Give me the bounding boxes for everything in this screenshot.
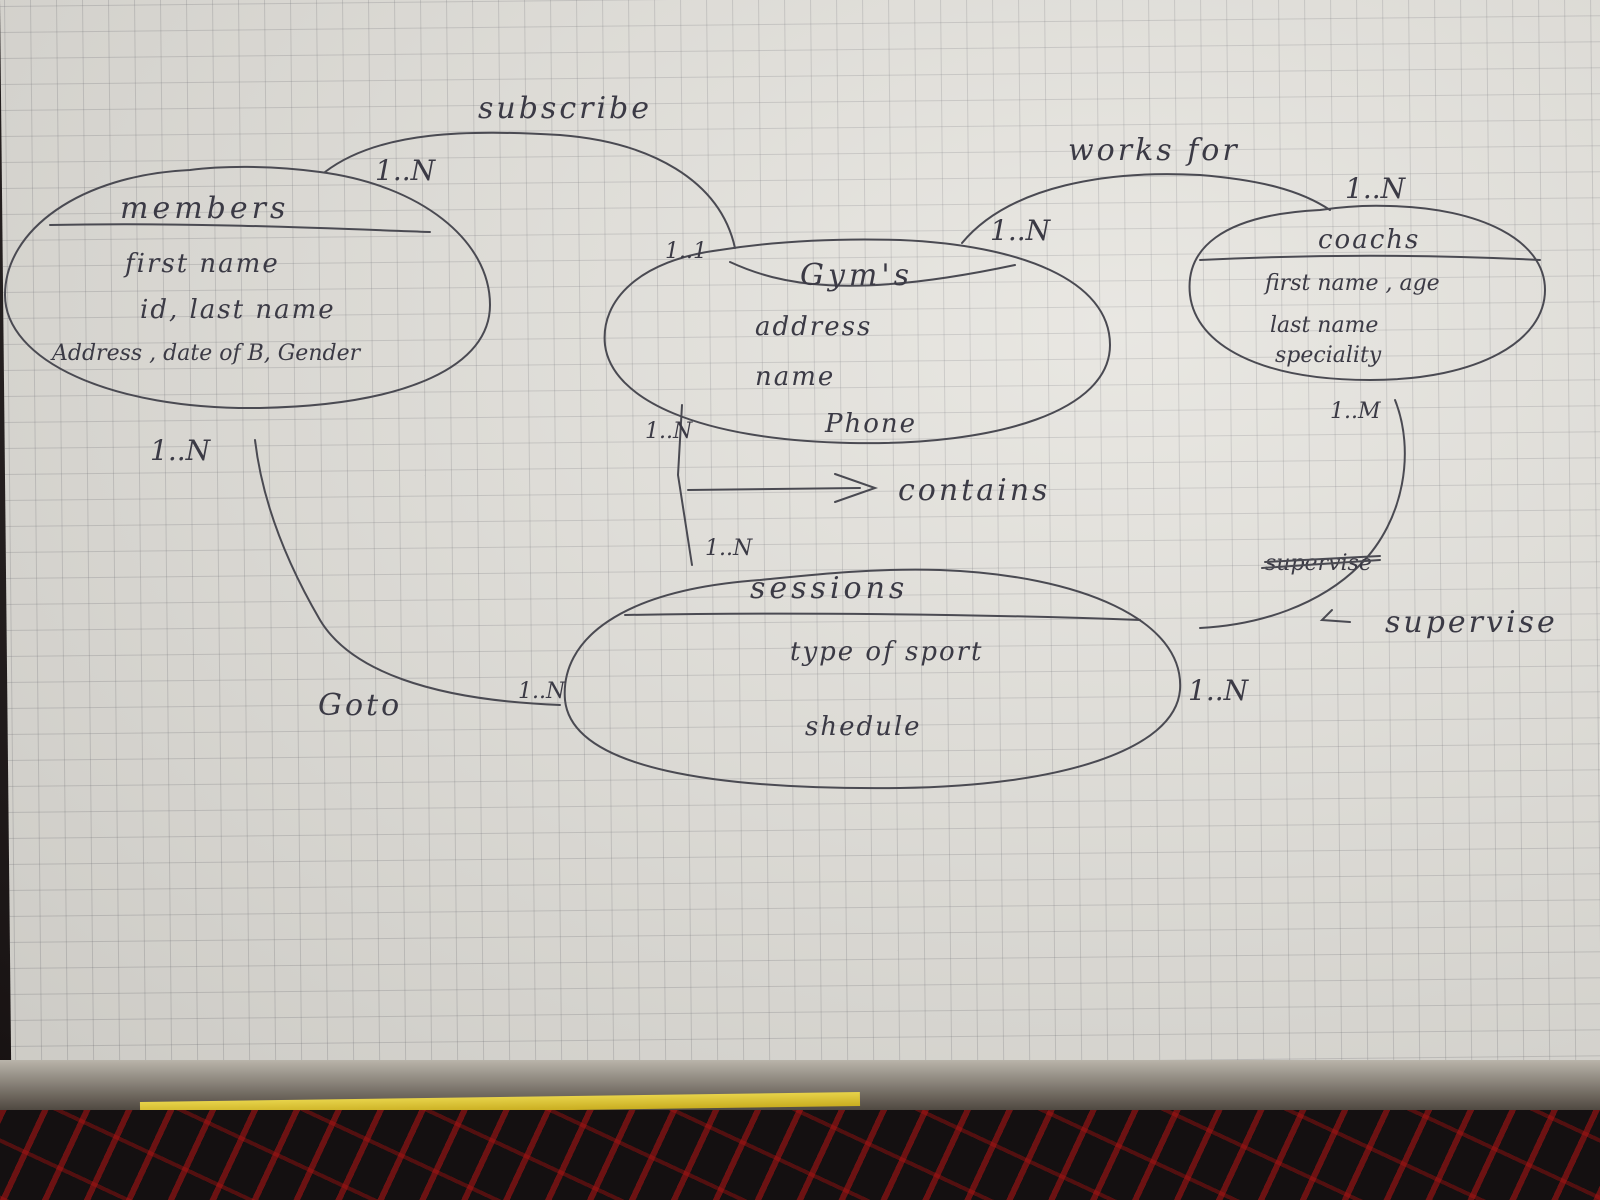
subscribe-card-members: 1..N [375,154,437,187]
goto-line [254,439,561,706]
sessions-attr-shedule: shedule [805,712,922,742]
subscribe-line [324,131,736,249]
relationship-subscribe: subscribe 1..N 1..1 [324,91,736,264]
contains-label: contains [898,473,1050,508]
works-for-label: works for [1068,133,1240,168]
goto-card-members: 1..N [150,434,212,467]
sessions-attr-type-of-sport: type of sport [790,637,984,667]
relationship-contains: contains 1..N 1..N [645,404,1050,566]
supervise-card-sessions: 1..N [1188,674,1250,707]
works-for-card-coachs: 1..N [1345,172,1407,205]
subscribe-card-gyms: 1..1 [665,239,707,264]
gyms-name-underline [729,261,1016,287]
coachs-title: coachs [1318,225,1420,255]
subscribe-label: subscribe [478,91,652,126]
members-ellipse [3,165,492,410]
relationship-supervise: supervise supervise 1..M 1..N [1188,399,1558,707]
coachs-attr-last-name: last name [1270,313,1378,338]
contains-line [676,404,693,566]
gyms-title: Gym's [800,258,913,293]
er-diagram: members first name id, last name Address… [3,91,1558,790]
works-for-card-gyms: 1..N [990,214,1052,247]
relationship-goto: Goto 1..N 1..N [150,434,566,723]
sessions-divider [624,612,1141,621]
relationship-works-for: works for 1..N 1..N [961,133,1407,247]
gyms-attr-phone: Phone [824,409,917,439]
entity-members: members first name id, last name Address… [3,165,492,410]
supervise-card-coachs: 1..M [1330,399,1381,424]
sessions-ellipse [563,568,1182,790]
sessions-title: sessions [750,571,908,606]
supervise-arrow [1319,609,1351,623]
entity-coachs: coachs first name , age last name specia… [1188,204,1547,382]
coachs-attr-speciality: speciality [1275,343,1382,368]
goto-label: Goto [318,688,402,723]
red-black-cloth [0,1110,1600,1200]
coachs-divider [1199,254,1541,261]
members-attr-id-last-name: id, last name [140,295,336,325]
members-attr-address-dob-gender: Address , date of B, Gender [50,341,362,366]
goto-card-sessions: 1..N [518,679,566,704]
supervise-strikethrough [1261,555,1381,569]
entity-sessions: sessions type of sport shedule [563,568,1182,790]
members-attr-first-name: first name [123,249,280,279]
gyms-ellipse [603,238,1112,445]
supervise-label: supervise [1385,605,1558,640]
gyms-attr-address: address [755,312,872,342]
contains-card-sessions: 1..N [705,536,753,561]
entity-gyms: Gym's address name Phone [603,238,1112,445]
supervise-line [1199,399,1406,629]
coachs-ellipse [1188,204,1547,382]
contains-arrow [687,473,879,503]
works-for-line [961,173,1331,244]
coachs-attr-first-name-age: first name , age [1263,271,1440,296]
gyms-attr-name: name [755,362,835,392]
members-title: members [120,191,289,226]
members-divider [49,223,431,233]
contains-card-gyms: 1..N [645,419,693,444]
